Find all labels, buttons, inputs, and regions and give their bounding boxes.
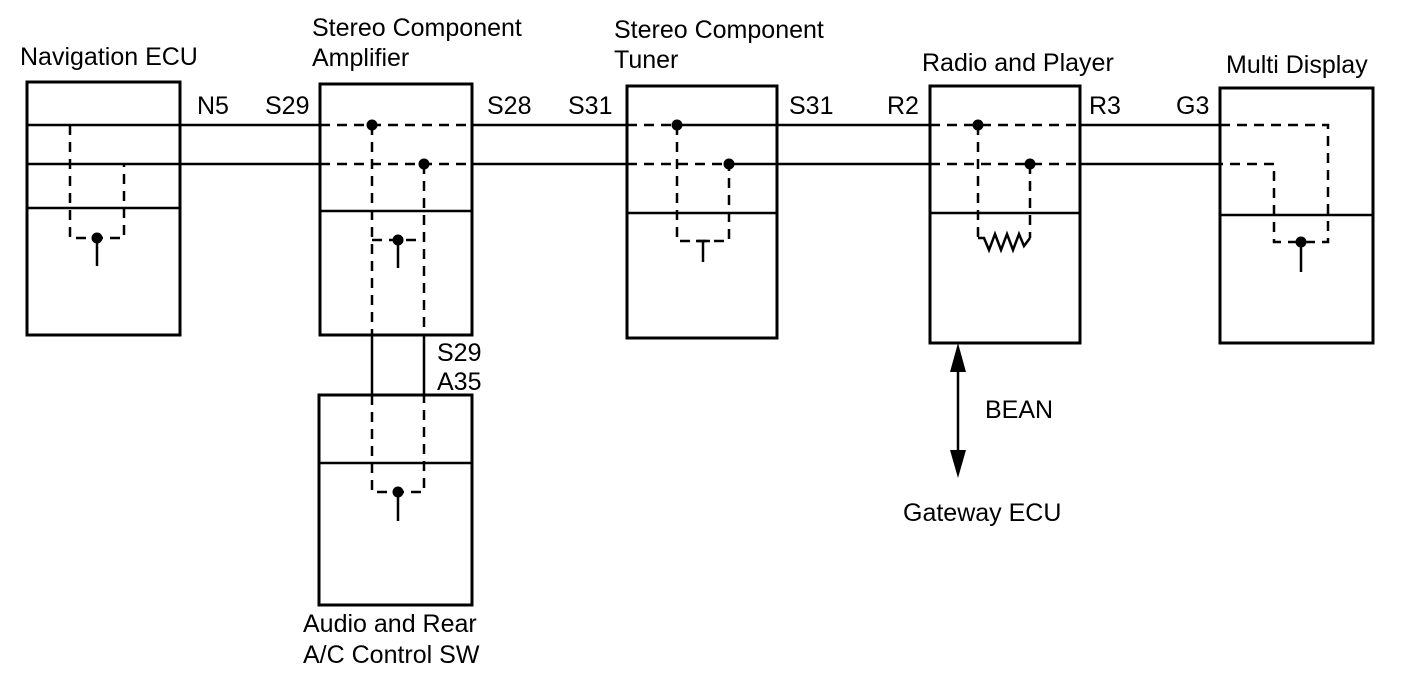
radio-player-label: Radio and Player [922,49,1114,77]
connector-r2: R2 [887,92,919,120]
navigation-ecu-label: Navigation ECU [20,43,198,71]
tuner-label-line2: Tuner [614,46,678,74]
connector-s31-left: S31 [568,92,612,120]
connector-s31-right: S31 [789,92,833,120]
multi-display-label: Multi Display [1226,51,1368,79]
radio-player-box [928,84,1082,345]
connector-s29-top: S29 [265,92,309,120]
connector-s28: S28 [487,92,531,120]
connector-s29-bottom: S29 [437,339,481,367]
audio-rear-label-line2: A/C Control SW [303,641,480,669]
connector-n5: N5 [197,92,229,120]
amplifier-label-line2: Amplifier [312,44,409,72]
amplifier-label-line1: Stereo Component [312,14,522,42]
tuner-box [625,84,779,340]
bus-wires [180,123,1220,395]
connector-r3: R3 [1089,92,1121,120]
multi-display-box [1218,86,1375,345]
connector-g3: G3 [1176,92,1209,120]
audio-rear-label-line1: Audio and Rear [303,610,477,638]
gateway-ecu-label: Gateway ECU [903,499,1061,527]
amplifier-to-audio-sw-line [370,335,426,395]
bean-label: BEAN [985,396,1053,424]
termination-resistor [978,230,1031,254]
tuner-label-line1: Stereo Component [614,16,824,44]
connector-a35: A35 [437,368,481,396]
audio-rear-ac-sw-box [317,393,474,607]
amplifier-box [318,82,474,337]
bean-arrow [950,343,966,478]
navigation-ecu-box [25,80,182,337]
